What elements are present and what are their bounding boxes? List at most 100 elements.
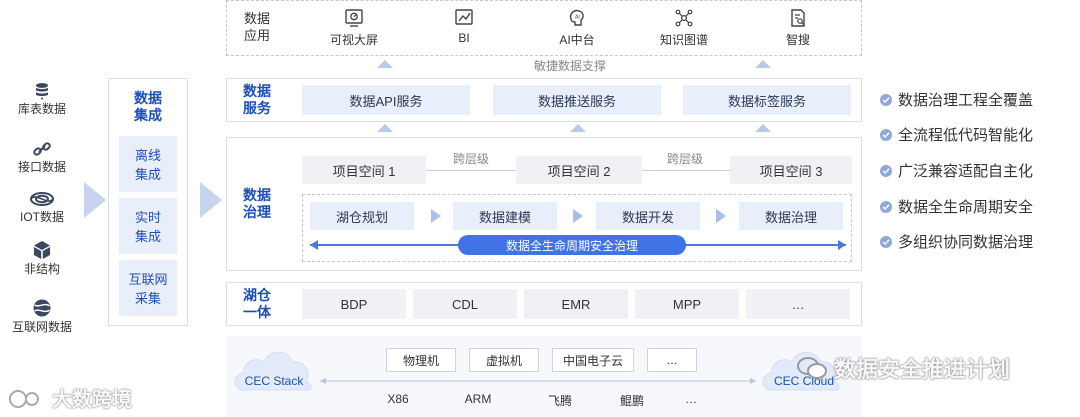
- lakehouse-mpp[interactable]: MPP: [635, 289, 739, 319]
- lifecycle-bar: 数据全生命周期安全治理: [458, 235, 686, 255]
- watermark-right-text: 数据安全推进计划: [834, 357, 1011, 382]
- dashboard-icon: [345, 9, 363, 27]
- support-label: 敏捷数据支撑: [533, 59, 606, 73]
- source-database[interactable]: 库表数据: [8, 82, 76, 117]
- app-layer: [226, 0, 862, 56]
- bar-chart-icon: [455, 9, 473, 25]
- infra-double-arrow: [320, 378, 756, 384]
- check-icon: [880, 164, 892, 177]
- lakehouse-layer-title: 湖仓 一体: [243, 287, 271, 320]
- up-arrow: [755, 124, 771, 132]
- project-space-3[interactable]: 项目空间 3: [730, 156, 852, 184]
- app-item-graph[interactable]: 知识图谱: [652, 8, 716, 48]
- space-connector: [642, 170, 730, 171]
- infra-cec[interactable]: 中国电子云: [552, 348, 634, 372]
- up-arrow: [755, 60, 771, 68]
- flow-step-modeling[interactable]: 数据建模: [453, 202, 557, 230]
- infra-more[interactable]: …: [647, 348, 697, 372]
- watermark-right: 数据安全推进计划: [796, 352, 1010, 384]
- feature-label: 数据全生命周期安全: [898, 199, 1034, 216]
- check-icon: [880, 128, 892, 141]
- source-to-integration-arrow: [84, 182, 106, 218]
- source-internet[interactable]: 互联网数据: [2, 298, 82, 335]
- ai-brain-icon: AI: [569, 9, 584, 26]
- space-connector: [426, 170, 516, 171]
- check-icon: [880, 200, 892, 213]
- up-arrow: [377, 124, 393, 132]
- cpu-more: …: [685, 392, 697, 406]
- feature-label: 多组织协同数据治理: [898, 234, 1034, 251]
- integration-to-governance-arrow: [200, 182, 222, 218]
- infra-virtual[interactable]: 虚拟机: [469, 348, 539, 372]
- search-doc-icon: [791, 9, 805, 27]
- cpu-kunpeng: 鲲鹏: [619, 394, 644, 408]
- infra-physical[interactable]: 物理机: [386, 348, 456, 372]
- app-item-ai[interactable]: AI AI中台: [545, 8, 609, 48]
- integration-realtime[interactable]: 实时 集成: [119, 198, 177, 254]
- cpu-feiteng: 飞腾: [547, 394, 572, 408]
- feature-label: 数据治理工程全覆盖: [898, 92, 1034, 109]
- database-icon: [36, 83, 48, 100]
- cpu-x86: X86: [387, 392, 409, 406]
- project-space-1[interactable]: 项目空间 1: [302, 156, 426, 184]
- feature-item: 全流程低代码智能化: [880, 124, 1033, 145]
- service-api[interactable]: 数据API服务: [302, 85, 470, 115]
- feature-item: 数据全生命周期安全: [880, 196, 1033, 217]
- app-item-label: AI中台: [559, 33, 595, 47]
- service-push[interactable]: 数据推送服务: [493, 85, 661, 115]
- check-icon: [880, 93, 892, 106]
- feature-item: 广泛兼容适配自主化: [880, 160, 1033, 181]
- cross-level-label: 跨层级: [666, 152, 703, 166]
- integration-offline[interactable]: 离线 集成: [119, 136, 177, 192]
- cube-icon: [34, 241, 50, 259]
- cross-level-label: 跨层级: [452, 152, 489, 166]
- feature-label: 广泛兼容适配自主化: [898, 163, 1034, 180]
- source-iot[interactable]: IOT数据: [8, 190, 76, 225]
- source-label: 非结构: [23, 262, 60, 276]
- flow-arrow-icon: [573, 209, 583, 223]
- app-item-search[interactable]: 智搜: [766, 8, 830, 48]
- app-item-label: 知识图谱: [659, 33, 708, 47]
- source-unstructured[interactable]: 非结构: [8, 240, 76, 277]
- feature-item: 多组织协同数据治理: [880, 231, 1033, 252]
- feature-label: 全流程低代码智能化: [898, 127, 1034, 144]
- source-label: 互联网数据: [11, 320, 72, 334]
- up-arrow: [570, 124, 586, 132]
- link-icon: [33, 142, 51, 156]
- flow-step-governance[interactable]: 数据治理: [739, 202, 843, 230]
- source-label: IOT数据: [20, 210, 64, 224]
- lakehouse-more[interactable]: …: [746, 289, 850, 319]
- integration-title: 数据 集成: [134, 90, 162, 123]
- cloud-left-label: CEC Stack: [244, 374, 304, 388]
- source-label: 接口数据: [17, 160, 66, 174]
- app-layer-title: 数据 应用: [243, 11, 270, 43]
- infra-band: [226, 336, 862, 417]
- flow-step-development[interactable]: 数据开发: [596, 202, 700, 230]
- lakehouse-emr[interactable]: EMR: [524, 289, 628, 319]
- service-layer-title: 数据 服务: [243, 83, 271, 116]
- governance-layer-title: 数据 治理: [243, 187, 271, 220]
- watermark-left-text: 大数跨境: [52, 389, 132, 411]
- integration-internet[interactable]: 互联网 采集: [119, 260, 177, 316]
- project-space-2[interactable]: 项目空间 2: [516, 156, 642, 184]
- app-item-dashboard[interactable]: 可视大屏: [322, 8, 386, 48]
- cloud-icon: [234, 351, 312, 391]
- app-item-label: BI: [458, 31, 470, 45]
- up-arrow: [377, 60, 393, 68]
- svg-text:AI: AI: [575, 15, 580, 21]
- graph-icon: [675, 9, 693, 27]
- watermark-left: 大数跨境: [8, 383, 132, 412]
- check-icon: [880, 235, 892, 248]
- cpu-arm: ARM: [464, 392, 492, 406]
- app-item-label: 可视大屏: [329, 33, 378, 47]
- lakehouse-cdl[interactable]: CDL: [413, 289, 517, 319]
- service-tag[interactable]: 数据标签服务: [683, 85, 851, 115]
- globe-icon: [33, 299, 51, 317]
- wechat-icon: [797, 357, 827, 379]
- app-item-bi[interactable]: BI: [432, 8, 496, 45]
- source-api[interactable]: 接口数据: [8, 140, 76, 175]
- flow-step-planning[interactable]: 湖仓规划: [310, 202, 414, 230]
- lakehouse-bdp[interactable]: BDP: [302, 289, 406, 319]
- feature-item: 数据治理工程全覆盖: [880, 89, 1033, 110]
- flow-arrow-icon: [716, 209, 726, 223]
